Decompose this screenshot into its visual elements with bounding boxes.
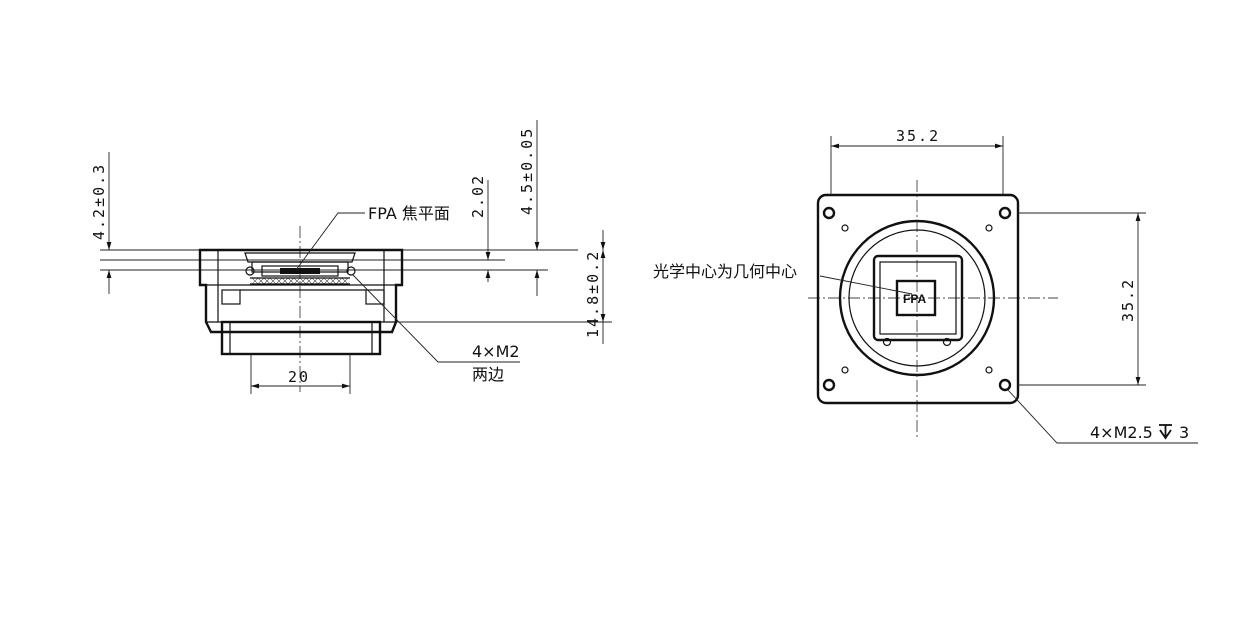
sensor-package-outer <box>872 254 964 342</box>
mount-hole-depth: 3 <box>1179 423 1189 442</box>
optical-center-label: 光学中心为几何中心 <box>653 262 797 281</box>
sensor-hole-tl <box>882 337 892 347</box>
secondary-holes <box>841 224 993 374</box>
mount-ring-inner <box>848 229 986 367</box>
dim-connector-width-label: 20 <box>288 368 310 386</box>
dim-front-height-label: 35.2 <box>1119 278 1137 322</box>
side-screw-hole-right <box>346 266 356 276</box>
mount-hole-bl <box>822 378 836 392</box>
fpa-sensor <box>244 252 356 285</box>
dim-step-label: 4.5±0.05 <box>518 127 536 215</box>
mount-hole-leader <box>1007 389 1198 444</box>
dim-front-width-label: 35.2 <box>896 127 940 145</box>
mount-hole-tl <box>822 206 836 220</box>
mount-holes <box>822 206 1012 392</box>
dim-focal-depth-label: 4.2±0.3 <box>90 163 108 240</box>
front-view: FPA 35.2 35.2 光学中心为几何中心 <box>653 127 1198 444</box>
mount-hole-tr <box>998 206 1012 220</box>
screw-leader <box>352 274 520 363</box>
mount-ring-outer <box>838 219 996 377</box>
sensor-hole-tr <box>942 337 952 347</box>
optical-center-leader <box>819 275 913 295</box>
side-view: 20 4.2±0.3 2.02 4.5±0.05 14.8±0.2 FPA 焦平… <box>90 120 612 394</box>
fpa-leader <box>295 212 365 271</box>
side-connector <box>220 320 382 356</box>
dim-height-label: 14.8±0.2 <box>584 250 602 338</box>
fpa-label: FPA 焦平面 <box>368 204 450 223</box>
screw-label: 4×M2 <box>472 342 520 361</box>
fpa-tag: FPA <box>903 292 926 306</box>
sensor-package-inner <box>879 261 957 335</box>
mount-hole-br <box>998 378 1012 392</box>
front-housing <box>816 193 1020 405</box>
mount-hole-label: 4×M2.5 <box>1090 423 1153 442</box>
sensor-die <box>895 279 937 317</box>
side-screw-hole-left <box>245 266 255 276</box>
depth-icon <box>1159 424 1172 440</box>
dim-small-gap-label: 2.02 <box>469 174 487 218</box>
screw-note: 两边 <box>472 365 504 384</box>
